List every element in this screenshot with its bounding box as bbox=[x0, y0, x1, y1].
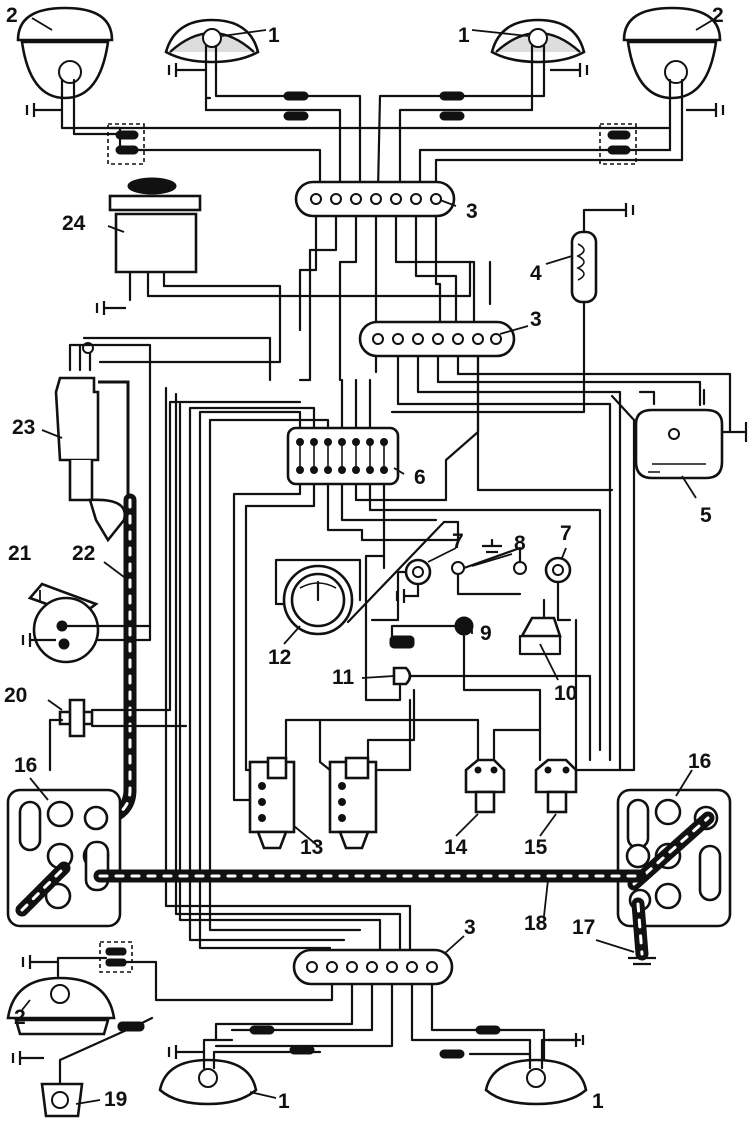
center-harness bbox=[98, 214, 492, 382]
top-harness bbox=[60, 66, 684, 192]
switch-14 bbox=[318, 718, 542, 814]
label-indicator-left: 7 bbox=[452, 530, 464, 553]
license-lamp bbox=[11, 1016, 154, 1118]
label-head-lamp-right: 2 bbox=[712, 4, 724, 27]
voltage-regulator bbox=[634, 388, 748, 480]
battery-left bbox=[6, 788, 122, 928]
label-rear-lamp-left: 2 bbox=[14, 1006, 26, 1029]
ground-strap bbox=[628, 897, 656, 966]
label-warning-lamp: 9 bbox=[480, 622, 492, 645]
indicator-right bbox=[544, 556, 572, 622]
fuse-row-top bbox=[296, 438, 388, 446]
label-voltage-regulator: 5 bbox=[700, 504, 712, 527]
label-hv-cable: 22 bbox=[72, 542, 95, 565]
label-terminal-block-bottom: 3 bbox=[464, 916, 476, 939]
switch-13-left bbox=[248, 718, 322, 850]
label-switch-13: 13 bbox=[300, 836, 323, 859]
label-gauge: 12 bbox=[268, 646, 291, 669]
rear-lamp-left bbox=[6, 941, 133, 1036]
label-ignition-starter: 20 bbox=[4, 684, 27, 707]
generator bbox=[95, 177, 202, 315]
label-ground-strap: 17 bbox=[572, 916, 595, 939]
fuse-block bbox=[286, 426, 400, 486]
callout-leaders bbox=[21, 17, 717, 1105]
horn bbox=[21, 582, 152, 664]
terminal-block-top bbox=[294, 180, 456, 218]
label-flasher-relay: 4 bbox=[530, 262, 542, 285]
label-generator: 24 bbox=[62, 212, 86, 235]
switch-15 bbox=[534, 394, 636, 814]
rear-lamp-bottom-right bbox=[439, 1025, 588, 1106]
ignition-coil bbox=[54, 336, 272, 642]
label-battery-cable: 18 bbox=[524, 912, 548, 935]
label-rear-lamp-bottom-right: 1 bbox=[592, 1090, 604, 1113]
label-license-lamp: 19 bbox=[104, 1088, 127, 1111]
label-ignition-coil: 23 bbox=[12, 416, 35, 439]
label-fuse-block: 6 bbox=[414, 466, 426, 489]
label-horn: 21 bbox=[8, 542, 32, 565]
flasher-relay bbox=[390, 203, 635, 414]
terminal-block-bottom bbox=[118, 948, 546, 1072]
side-lamp-top-left bbox=[164, 18, 260, 112]
head-lamp-right bbox=[622, 6, 725, 162]
light-switch bbox=[451, 538, 527, 596]
gauge bbox=[274, 520, 446, 636]
label-battery-left: 16 bbox=[14, 754, 37, 777]
horn-switch bbox=[518, 598, 578, 772]
label-battery-right: 16 bbox=[688, 750, 711, 773]
label-switch-15: 15 bbox=[524, 836, 548, 859]
plug-socket bbox=[364, 554, 592, 762]
hv-cable bbox=[103, 493, 137, 825]
label-side-lamp-right: 1 bbox=[458, 24, 470, 47]
label-terminal-block-top: 3 bbox=[466, 200, 478, 223]
label-head-lamp-left: 2 bbox=[6, 4, 18, 27]
labels: 2 2 1 1 3 24 4 3 23 6 5 7 8 7 21 22 9 12… bbox=[4, 4, 724, 1113]
warning-lamp bbox=[389, 616, 542, 762]
label-plug-socket: 11 bbox=[332, 666, 355, 689]
label-switch-14: 14 bbox=[444, 836, 468, 859]
side-lamp-top-right bbox=[490, 18, 589, 112]
switch-13-right bbox=[318, 688, 416, 850]
ignition-starter bbox=[48, 400, 302, 772]
label-light-switch: 8 bbox=[514, 532, 526, 555]
label-indicator-right: 7 bbox=[560, 522, 572, 545]
label-horn-switch: 10 bbox=[554, 682, 577, 705]
battery-right bbox=[616, 788, 732, 928]
rear-lamp-bottom-left bbox=[158, 1025, 322, 1106]
label-terminal-block-mid: 3 bbox=[530, 308, 542, 331]
indicator-left bbox=[370, 558, 432, 622]
terminal-block-mid bbox=[358, 320, 732, 772]
head-lamp-left bbox=[16, 6, 114, 122]
label-rear-lamp-bottom-left: 1 bbox=[278, 1090, 290, 1113]
label-side-lamp-left: 1 bbox=[268, 24, 280, 47]
